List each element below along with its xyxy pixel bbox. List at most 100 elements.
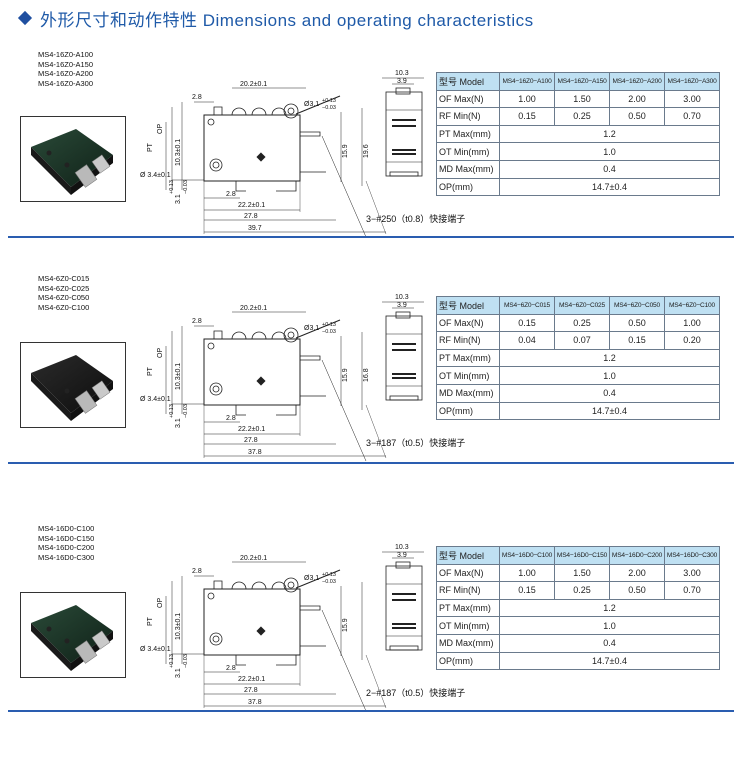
dimension-drawing: 20.2±0.1 2.8 Ø3.1 +0.13 −0.03 Ø 3.4±0.1 … bbox=[136, 286, 436, 466]
svg-text:20.2±0.1: 20.2±0.1 bbox=[240, 305, 267, 312]
model-column: MS4−6Z0−C015 bbox=[499, 296, 555, 315]
table-cell: 14.7±0.4 bbox=[499, 401, 720, 421]
table-cell: 1.50 bbox=[554, 563, 610, 583]
svg-text:+0.13: +0.13 bbox=[169, 180, 175, 194]
table-cell: 1.2 bbox=[499, 124, 720, 144]
spec-table: 型号 Model MS4−16D0−C100 MS4−16D0−C150 MS4… bbox=[436, 546, 720, 671]
svg-text:20.2±0.1: 20.2±0.1 bbox=[240, 555, 267, 562]
table-row: MD Max(mm) 0.4 bbox=[436, 159, 720, 179]
svg-text:3.1: 3.1 bbox=[175, 418, 182, 428]
side-view-drawing: 10.3 3.9 bbox=[378, 540, 428, 660]
table-header-row: 型号 Model MS4−6Z0−C015 MS4−6Z0−C025 MS4−6… bbox=[436, 296, 720, 315]
model-name: MS4-16Z0-A100 bbox=[38, 50, 94, 59]
table-cell: 0.70 bbox=[664, 107, 720, 126]
svg-text:27.8: 27.8 bbox=[244, 687, 258, 694]
svg-text:PT: PT bbox=[147, 366, 154, 376]
svg-text:−0.03: −0.03 bbox=[322, 105, 336, 111]
table-cell: 0.15 bbox=[499, 581, 555, 600]
table-row: OF Max(N) 1.00 1.50 2.00 3.00 bbox=[436, 563, 720, 583]
table-cell: 1.0 bbox=[499, 616, 720, 635]
model-column: MS4−16D0−C100 bbox=[499, 546, 555, 565]
svg-text:+0.13: +0.13 bbox=[322, 322, 336, 328]
row-label: RF Min(N) bbox=[436, 331, 500, 350]
model-list: MS4-6Z0-C015 MS4-6Z0-C025 MS4-6Z0-C050 M… bbox=[38, 274, 89, 312]
dimension-drawing: 20.2±0.1 2.8 Ø3.1 +0.13 −0.03 Ø 3.4±0.1 … bbox=[136, 62, 436, 242]
terminal-note: 3−#187（t0.5）快接端子 bbox=[366, 438, 466, 448]
svg-text:2.8: 2.8 bbox=[192, 568, 202, 575]
row-label: OT Min(mm) bbox=[436, 366, 500, 385]
table-cell: 0.4 bbox=[499, 159, 720, 179]
table-cell: 0.25 bbox=[554, 581, 610, 600]
model-column: MS4−16D0−C150 bbox=[554, 546, 610, 565]
svg-text:10.3: 10.3 bbox=[395, 70, 409, 77]
model-name: MS4-16D0-C150 bbox=[38, 533, 95, 543]
svg-text:3.1: 3.1 bbox=[175, 194, 182, 204]
table-row: RF Min(N) 0.15 0.25 0.50 0.70 bbox=[436, 107, 720, 126]
header-label: 型号 Model bbox=[436, 72, 500, 91]
row-label: RF Min(N) bbox=[436, 107, 500, 126]
header-label: 型号 Model bbox=[436, 296, 500, 315]
svg-text:−0.03: −0.03 bbox=[183, 180, 189, 194]
table-cell: 1.2 bbox=[499, 598, 720, 618]
model-column: MS4−16D0−C300 bbox=[664, 546, 720, 565]
svg-text:10.3±0.1: 10.3±0.1 bbox=[175, 139, 182, 166]
table-cell: 1.0 bbox=[499, 142, 720, 161]
row-label: OP(mm) bbox=[436, 177, 500, 197]
model-column: MS4−16Z0−A200 bbox=[609, 72, 665, 91]
table-cell: 0.25 bbox=[554, 107, 610, 126]
model-name: MS4-16D0-C200 bbox=[38, 543, 95, 553]
model-name: MS4-16Z0-A200 bbox=[38, 69, 94, 79]
table-cell: 3.00 bbox=[664, 563, 720, 583]
svg-text:10.3: 10.3 bbox=[395, 294, 409, 301]
side-view-drawing: 10.3 3.9 bbox=[378, 290, 428, 410]
row-label: OF Max(N) bbox=[436, 89, 500, 109]
side-view-drawing: 10.3 3.9 bbox=[378, 66, 428, 186]
model-column: MS4−16Z0−A100 bbox=[499, 72, 555, 91]
product-photo bbox=[20, 116, 126, 202]
svg-text:OP: OP bbox=[157, 124, 164, 134]
model-column: MS4−6Z0−C050 bbox=[609, 296, 665, 315]
table-header-row: 型号 Model MS4−16D0−C100 MS4−16D0−C150 MS4… bbox=[436, 546, 720, 565]
svg-text:Ø3.1: Ø3.1 bbox=[304, 325, 319, 332]
table-cell: 2.00 bbox=[609, 89, 665, 109]
product-photo bbox=[20, 592, 126, 678]
table-cell: 0.70 bbox=[664, 581, 720, 600]
model-column: MS4−16Z0−A300 bbox=[664, 72, 720, 91]
model-column: MS4−16D0−C200 bbox=[609, 546, 665, 565]
svg-text:37.8: 37.8 bbox=[248, 449, 262, 456]
row-label: MD Max(mm) bbox=[436, 633, 500, 653]
row-label: PT Max(mm) bbox=[436, 598, 500, 618]
table-cell: 0.20 bbox=[664, 331, 720, 350]
svg-text:10.3: 10.3 bbox=[395, 544, 409, 551]
svg-text:2.8: 2.8 bbox=[192, 318, 202, 325]
table-cell: 1.0 bbox=[499, 366, 720, 385]
svg-text:27.8: 27.8 bbox=[244, 437, 258, 444]
table-cell: 0.15 bbox=[499, 107, 555, 126]
svg-text:22.2±0.1: 22.2±0.1 bbox=[238, 202, 265, 209]
table-cell: 0.50 bbox=[609, 581, 665, 600]
row-label: OF Max(N) bbox=[436, 563, 500, 583]
section-divider bbox=[8, 710, 734, 712]
model-name: MS4-6Z0-C050 bbox=[38, 293, 90, 303]
table-cell: 0.15 bbox=[499, 313, 555, 333]
table-cell: 3.00 bbox=[664, 89, 720, 109]
svg-text:2.8: 2.8 bbox=[226, 415, 236, 422]
model-list: MS4-16D0-C100 MS4-16D0-C150 MS4-16D0-C20… bbox=[38, 524, 94, 562]
table-row: PT Max(mm) 1.2 bbox=[436, 124, 720, 144]
table-row: OP(mm) 14.7±0.4 bbox=[436, 401, 720, 421]
svg-text:10.3±0.1: 10.3±0.1 bbox=[175, 613, 182, 640]
svg-text:−0.03: −0.03 bbox=[183, 654, 189, 668]
model-column: MS4−6Z0−C025 bbox=[554, 296, 610, 315]
spec-table: 型号 Model MS4−16Z0−A100 MS4−16Z0−A150 MS4… bbox=[436, 72, 720, 197]
terminal-note: 3−#250（t0.8）快接端子 bbox=[366, 214, 466, 224]
svg-text:−0.03: −0.03 bbox=[183, 404, 189, 418]
svg-text:3.9: 3.9 bbox=[397, 302, 407, 309]
table-cell: 0.50 bbox=[609, 313, 665, 333]
model-name: MS4-6Z0-C025 bbox=[38, 283, 90, 293]
svg-text:+0.13: +0.13 bbox=[322, 572, 336, 578]
table-row: MD Max(mm) 0.4 bbox=[436, 633, 720, 653]
svg-text:15.9: 15.9 bbox=[342, 368, 349, 382]
table-row: PT Max(mm) 1.2 bbox=[436, 348, 720, 368]
model-name: MS4-6Z0-C015 bbox=[38, 274, 90, 283]
table-row: OF Max(N) 0.15 0.25 0.50 1.00 bbox=[436, 313, 720, 333]
